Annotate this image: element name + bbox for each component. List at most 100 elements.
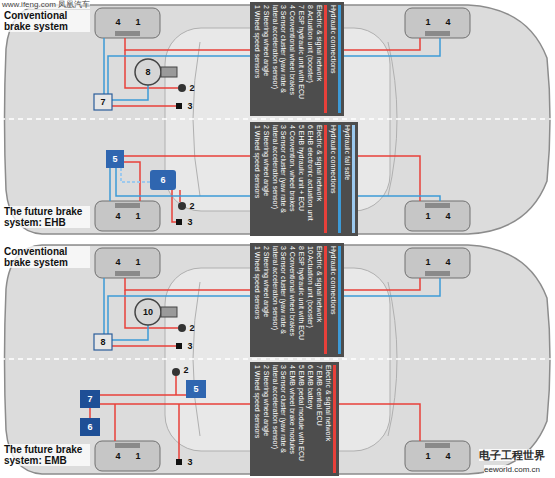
callout-number: 1 bbox=[425, 18, 430, 27]
legend-swatch bbox=[333, 365, 336, 473]
legend-item: 5 EHB hydraulic unit + ECU bbox=[297, 125, 305, 233]
legend-column: 1 Wheel speed sensors2 Steering wheel an… bbox=[250, 243, 344, 357]
brake-disc bbox=[115, 271, 140, 276]
sensor-cluster bbox=[176, 343, 182, 349]
callout-number: 1 bbox=[425, 452, 430, 461]
legend-entry: Electric & signal network bbox=[315, 5, 328, 113]
steering-sensor bbox=[172, 368, 180, 376]
legend-item: 6 EMB battery bbox=[306, 365, 314, 473]
callout-number: 3 bbox=[187, 458, 192, 467]
legend-item: 6 EHB electronic actuation unit bbox=[306, 125, 314, 233]
electric-line bbox=[114, 404, 116, 441]
panel-divider bbox=[0, 358, 555, 360]
panel-title: The future brake system: EHB bbox=[3, 206, 90, 228]
legend-item: 1 Wheel speed sensors bbox=[253, 246, 261, 354]
callout-number: 3 bbox=[187, 102, 192, 111]
legend-swatch bbox=[338, 5, 341, 113]
box-number: 5 bbox=[112, 155, 117, 164]
electric-line bbox=[112, 105, 176, 107]
legend-item: 2 Steering wheel angle bbox=[262, 5, 270, 113]
brake-disc bbox=[425, 203, 450, 208]
callout-number: 4 bbox=[445, 18, 450, 27]
legend-item: 2 Steering wheel angle bbox=[262, 365, 270, 473]
legend-entry: Hydraulic connections bbox=[329, 125, 342, 233]
box-number: 5 bbox=[193, 385, 198, 394]
callout-number: 1 bbox=[425, 212, 430, 221]
callout-number: 8 bbox=[100, 338, 105, 347]
legend-item: 1 Wheel speed sensors bbox=[253, 365, 261, 473]
callout-number: 4 bbox=[115, 258, 120, 267]
hydraulic-line bbox=[112, 325, 148, 340]
esp-unit bbox=[94, 94, 112, 110]
callout-number: 3 bbox=[187, 342, 192, 351]
legend-item: 1 Wheel speed sensors bbox=[253, 125, 261, 233]
box-number: 6 bbox=[160, 176, 165, 185]
callout-number: 1 bbox=[135, 212, 140, 221]
brake-disc bbox=[115, 31, 140, 36]
booster bbox=[135, 299, 161, 325]
legend-item: 7 ESP hydraulic unit with ECU bbox=[297, 5, 305, 113]
legend-swatch bbox=[324, 125, 327, 233]
legend-swatch bbox=[352, 125, 355, 233]
legend-entry: Electric & signal network bbox=[315, 125, 328, 233]
legend-text: Hydraulic connections bbox=[329, 246, 337, 354]
callout-number: 2 bbox=[189, 324, 194, 333]
legend-entry: Hydraulic connections bbox=[329, 5, 342, 113]
brake-disc bbox=[425, 443, 450, 448]
legend-swatch bbox=[338, 125, 341, 233]
box-number: 6 bbox=[87, 423, 92, 432]
brake-disc bbox=[115, 203, 140, 208]
ehb-actuation-unit bbox=[150, 170, 176, 190]
legend-item: 3 Sensor cluster (yaw rate & lateral acc… bbox=[271, 246, 287, 354]
callout-number: 2 bbox=[189, 202, 194, 211]
panel-title: The future brake system: EMB bbox=[3, 444, 90, 466]
callout-number: 4 bbox=[115, 18, 120, 27]
callout-number: 2 bbox=[189, 84, 194, 93]
hydraulic-line bbox=[109, 168, 111, 201]
legend-item: 4 Convention. wheel brakes bbox=[288, 125, 296, 233]
callout-number: 4 bbox=[445, 212, 450, 221]
watermark: eeworld.com.cn bbox=[484, 465, 540, 474]
legend-item: 8 Actuation unit (booster) bbox=[306, 5, 314, 113]
legend-text: Electric & signal network bbox=[315, 125, 323, 233]
brake-disc bbox=[425, 271, 450, 276]
legend-item: 8 ESP hydraulic unit with ECU bbox=[297, 246, 305, 354]
hydraulic-line bbox=[112, 85, 148, 100]
legend-entry: Electric & signal network bbox=[324, 365, 337, 473]
wheel bbox=[95, 201, 160, 231]
electric-line bbox=[100, 394, 186, 396]
legend-swatch bbox=[324, 246, 327, 354]
legend-swatch bbox=[324, 5, 327, 113]
legend-text: Hydraulic fail safe bbox=[343, 125, 351, 233]
callout-number: 1 bbox=[135, 18, 140, 27]
sensor-cluster bbox=[176, 459, 182, 465]
legend-item: 3 Sensor cluster (yaw rate & lateral acc… bbox=[271, 365, 287, 473]
panel-divider bbox=[0, 118, 555, 120]
sensor-cluster bbox=[176, 103, 182, 109]
legend-item: 10 Actuation unit (booster) bbox=[306, 246, 314, 354]
legend-item: 4 Conventional wheel brakes bbox=[288, 246, 296, 354]
legend-column: 1 Wheel speed sensors2 Steering wheel an… bbox=[250, 362, 339, 476]
legend-item: 3 Sensor cluster (yaw rate & lateral acc… bbox=[271, 125, 287, 233]
legend-swatch bbox=[338, 246, 341, 354]
panel-title: Conventional brake system bbox=[3, 10, 90, 32]
legend-item: 4 EMB wheel brake modules bbox=[288, 365, 296, 473]
callout-number: 4 bbox=[115, 212, 120, 221]
legend-text: Electric & signal network bbox=[315, 5, 323, 113]
legend-text: Electric & signal network bbox=[324, 365, 332, 473]
master-cylinder bbox=[161, 307, 177, 317]
legend-column: 1 Wheel speed sensors2 Steering wheel an… bbox=[250, 122, 358, 236]
callout-number: 7 bbox=[100, 98, 105, 107]
callout-number: 3 bbox=[187, 218, 192, 227]
callout-number: 1 bbox=[425, 258, 430, 267]
callout-number: 4 bbox=[445, 258, 450, 267]
wheel bbox=[405, 441, 470, 471]
hydraulic-line bbox=[103, 38, 105, 94]
callout-number: 2 bbox=[183, 366, 188, 375]
legend-item: 5 EMB pedal module with ECU bbox=[297, 365, 305, 473]
wheel bbox=[405, 201, 470, 231]
fail-safe-line bbox=[121, 168, 150, 182]
wheel bbox=[405, 8, 470, 38]
esp-unit bbox=[94, 334, 112, 350]
legend-text: Electric & signal network bbox=[315, 246, 323, 354]
